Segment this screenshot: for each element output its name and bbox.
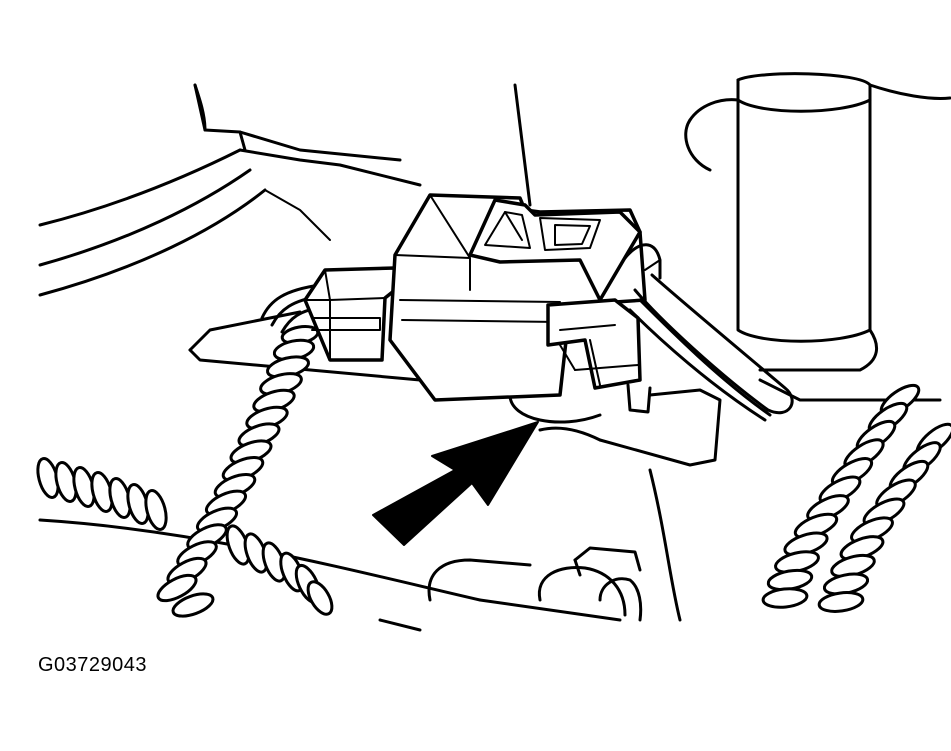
right-wire-loom: [761, 383, 951, 613]
electrical-connector: [303, 193, 652, 414]
left-wire-loom: [156, 283, 326, 618]
panel-background: [38, 83, 532, 297]
mount-post: [684, 72, 951, 372]
lower-wire-loom: [36, 457, 334, 616]
bottom-clamp: [378, 546, 643, 632]
sensor-wires: [623, 243, 794, 422]
figure-code: G03729043: [38, 654, 148, 676]
arrow-icon: [372, 421, 539, 546]
